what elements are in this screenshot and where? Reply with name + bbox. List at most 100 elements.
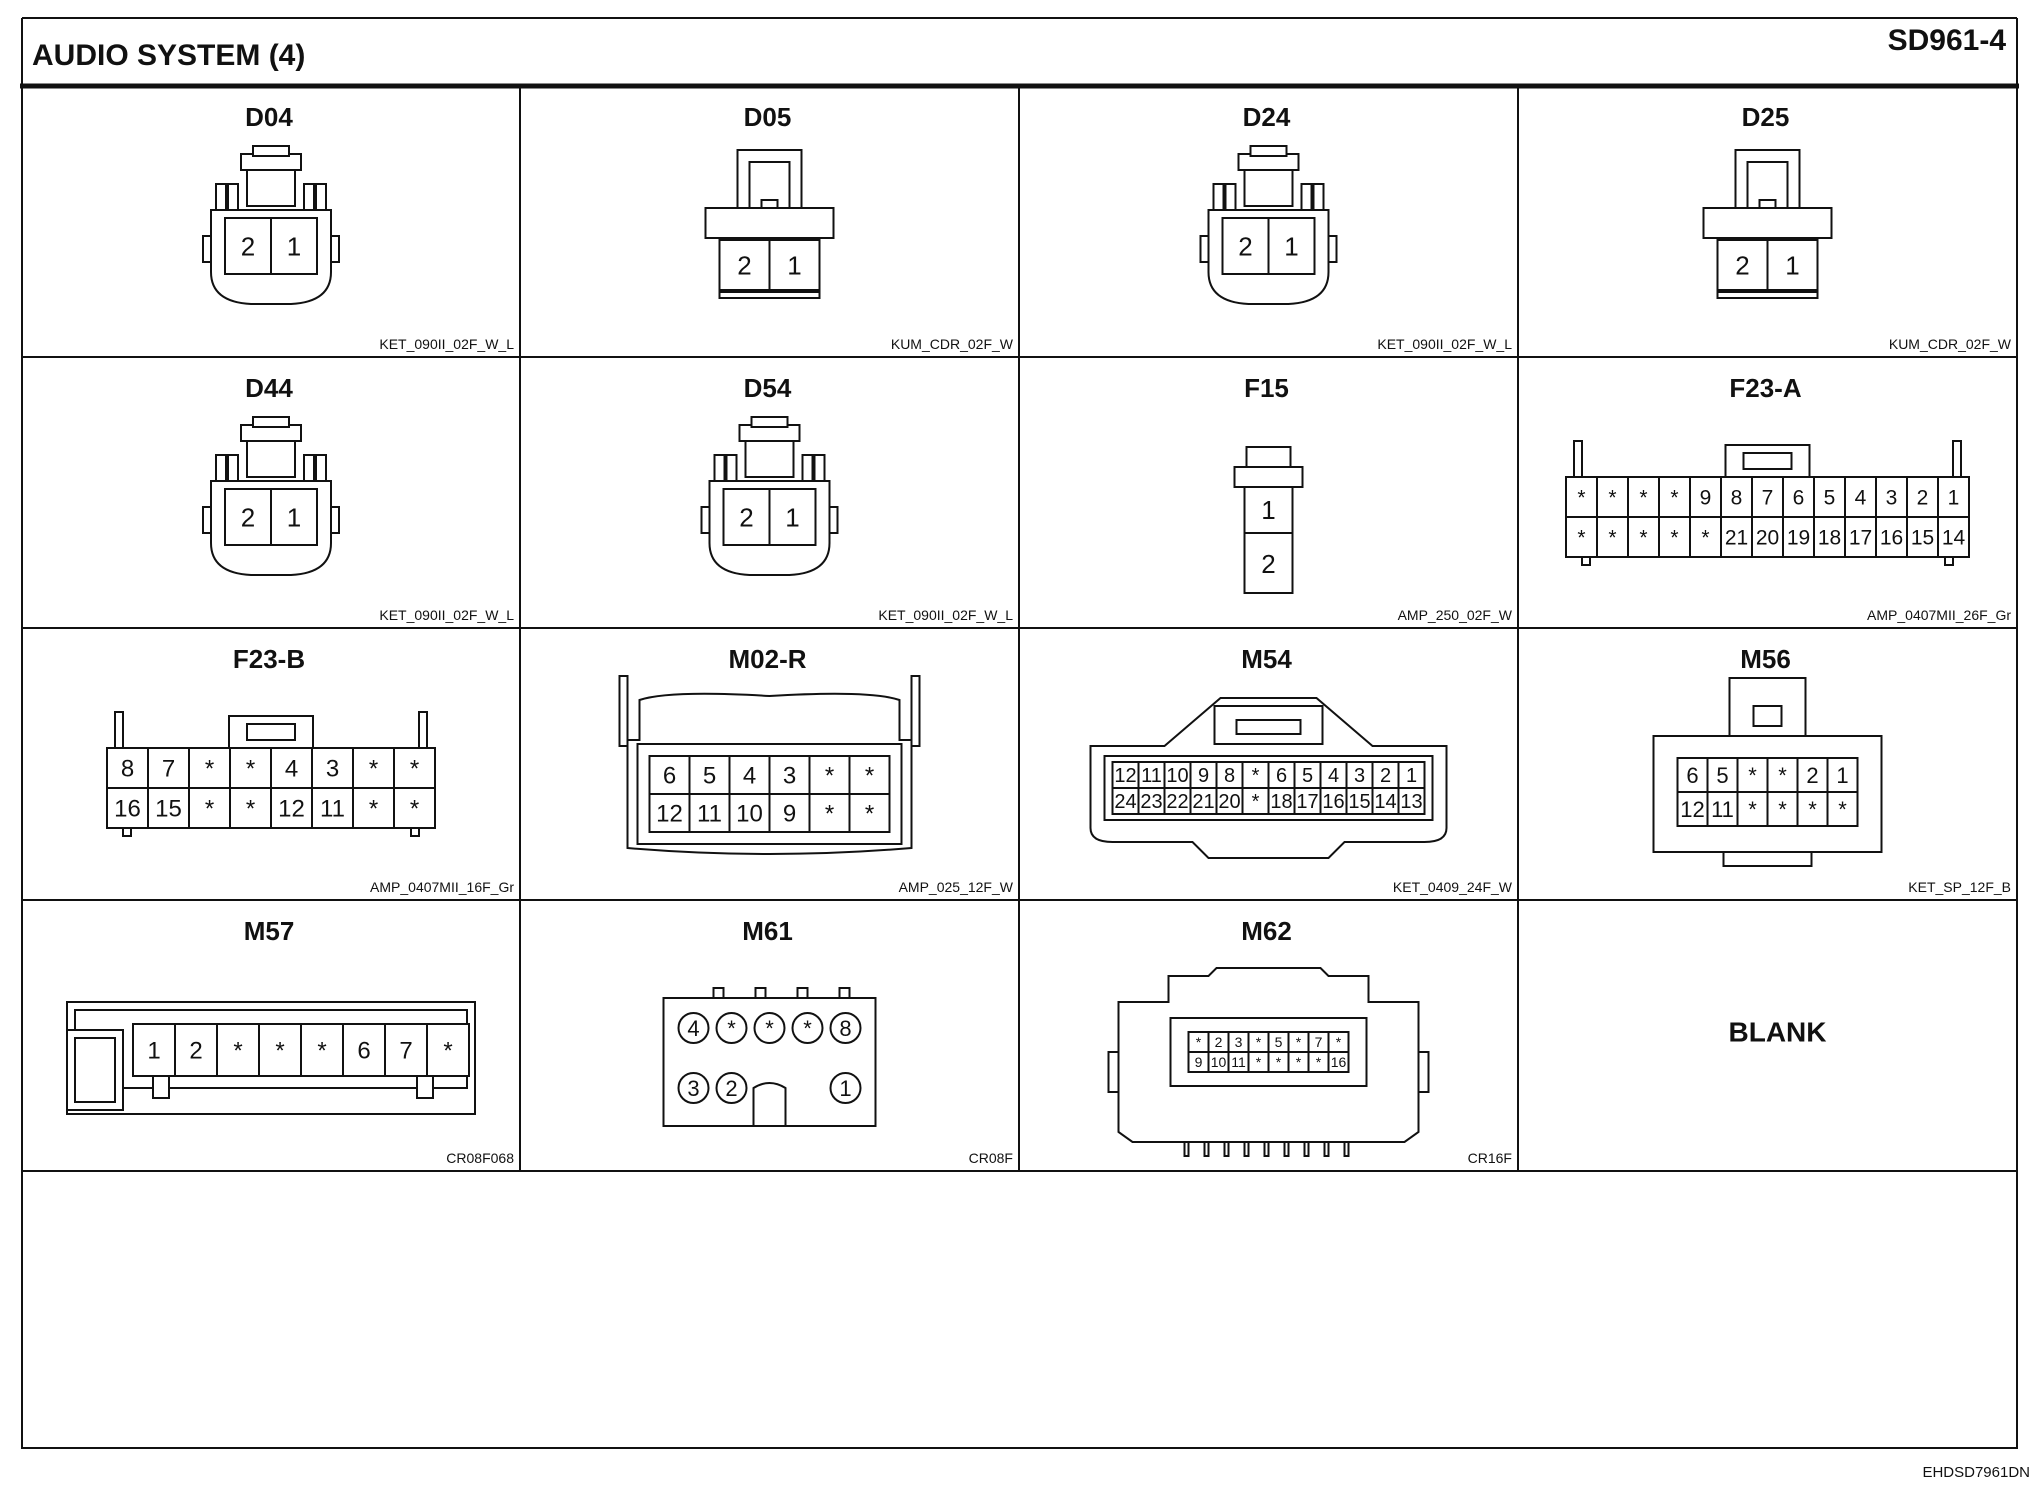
- pin-cavity: [1221, 217, 1270, 275]
- pin-label: 14: [1374, 791, 1396, 813]
- connector-part-number: KET_090II_02F_W_L: [379, 607, 514, 623]
- connector-shape: [1223, 1141, 1230, 1157]
- connector-shape: [202, 235, 212, 263]
- pin-label: *: [1252, 765, 1260, 787]
- pin-label: 1: [147, 1038, 160, 1065]
- connector-shape: [1581, 556, 1591, 566]
- pin-cavity: [1596, 516, 1629, 558]
- connector-shape: [1303, 1141, 1310, 1157]
- pin-cavity: [718, 239, 771, 291]
- pin-cavity: [384, 1023, 428, 1077]
- pin-label: 2: [1261, 549, 1275, 579]
- pin-label: 2: [241, 231, 255, 261]
- pin-cavity: [352, 787, 395, 829]
- pin-label: 10: [1211, 1054, 1227, 1070]
- pin-cavity: [1371, 787, 1400, 815]
- pin-cavity: [1766, 791, 1799, 827]
- connector-shape: [796, 987, 809, 999]
- pin-cavity: [715, 1072, 748, 1104]
- connector-shape: [1263, 1141, 1270, 1157]
- pin-label: 2: [1735, 250, 1749, 280]
- connector-shape: [1249, 145, 1288, 157]
- pin-label: 4: [743, 763, 756, 790]
- connector-shape: [1944, 556, 1954, 566]
- page-code: SD961-4: [1888, 24, 2007, 57]
- connector-label: D05: [744, 102, 792, 132]
- pin-label: 4: [285, 756, 298, 783]
- pin-label: 6: [663, 763, 676, 790]
- connector-part-number: KUM_CDR_02F_W: [1889, 336, 2012, 352]
- pin-cavity: [1751, 516, 1784, 558]
- connector-blank: BLANK: [1729, 1017, 1827, 1048]
- pin-cavity: [342, 1023, 386, 1077]
- pin-cavity: [1163, 787, 1192, 815]
- pin-label: *: [1608, 487, 1616, 510]
- connector-shape: [1212, 183, 1225, 211]
- pin-label: *: [275, 1038, 284, 1065]
- pin-label: *: [1256, 1054, 1262, 1070]
- pin-label: 6: [357, 1038, 370, 1065]
- pin-cavity: [848, 793, 891, 833]
- pin-label: 5: [1275, 1034, 1283, 1050]
- pin-label: 13: [1400, 791, 1422, 813]
- pin-label: *: [1577, 527, 1585, 550]
- pin-label: 1: [1261, 495, 1275, 525]
- connector-shape: [1752, 705, 1783, 727]
- pin-label: 22: [1166, 791, 1188, 813]
- pin-label: *: [1639, 487, 1647, 510]
- pin-label: 2: [1380, 765, 1391, 787]
- connector-shape: [1243, 169, 1294, 207]
- pin-label: *: [1670, 527, 1678, 550]
- pin-label: *: [233, 1038, 242, 1065]
- connector-label: F23-A: [1729, 373, 1801, 403]
- pin-label: 21: [1725, 527, 1748, 550]
- connector-shape: [1742, 452, 1793, 470]
- pin-cavity: [791, 1012, 824, 1044]
- connector-shape: [725, 454, 738, 482]
- pin-label: 12: [278, 796, 305, 823]
- pin-label: *: [410, 756, 419, 783]
- pin-label: 1: [1836, 763, 1848, 788]
- pin-cavity: [1720, 516, 1753, 558]
- pin-label: *: [865, 801, 874, 828]
- pin-label: 23: [1140, 791, 1162, 813]
- pin-label: 7: [399, 1038, 412, 1065]
- pin-label: 3: [1354, 765, 1365, 787]
- pin-label: 12: [656, 801, 683, 828]
- connector-label: F23-B: [233, 644, 305, 674]
- pin-cavity: [1844, 476, 1877, 518]
- pin-label: 8: [121, 756, 134, 783]
- pin-label: *: [246, 756, 255, 783]
- connector-shape: [252, 416, 290, 428]
- pin-label: *: [1196, 1034, 1202, 1050]
- connector-part-number: KUM_CDR_02F_W: [891, 336, 1014, 352]
- connector-shape: [410, 827, 420, 837]
- connector-label: M57: [244, 916, 295, 946]
- pin-label: 2: [737, 250, 751, 280]
- connector-shape: [246, 169, 296, 207]
- pin-label: 6: [1686, 763, 1698, 788]
- connector-shape: [215, 454, 227, 482]
- connector-shape: [618, 675, 629, 747]
- connector-shape: [1199, 235, 1210, 263]
- connector-shape: [1224, 183, 1237, 211]
- pin-cavity: [1397, 787, 1426, 815]
- pin-label: 19: [1787, 527, 1810, 550]
- pin-label: *: [825, 763, 834, 790]
- connector-label: D25: [1742, 102, 1790, 132]
- pin-label: 5: [703, 763, 716, 790]
- connector-shape: [1245, 446, 1292, 468]
- pin-cavity: [688, 755, 731, 795]
- pin-label: *: [1296, 1034, 1302, 1050]
- pin-label: 16: [1322, 791, 1344, 813]
- connector-shape: [1183, 1141, 1190, 1157]
- connector-shape: [813, 454, 826, 482]
- pin-label: *: [1256, 1034, 1262, 1050]
- connector-shape: [418, 711, 428, 749]
- pin-cavity: [1766, 239, 1819, 291]
